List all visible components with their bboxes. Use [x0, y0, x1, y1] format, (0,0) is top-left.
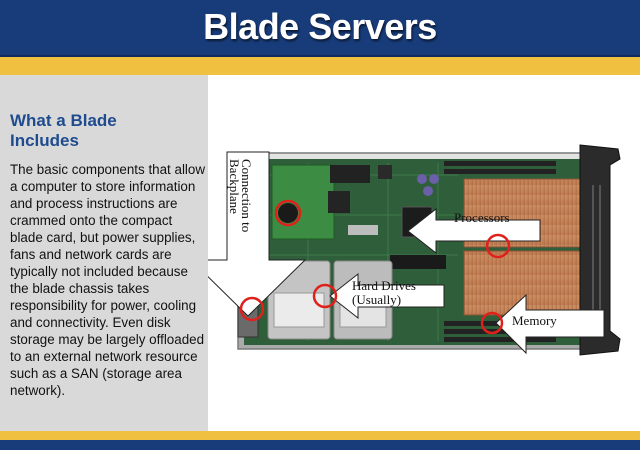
sidebar-body-text: The basic components that allow a comput… — [10, 162, 206, 398]
label-backplane-line2: Backplane — [227, 159, 242, 214]
blade-server-photo: Connection to Backplane Processors Hard … — [208, 144, 621, 356]
capacitors — [417, 174, 439, 196]
accent-strip — [0, 57, 640, 75]
chip — [330, 165, 370, 183]
marker-memory — [480, 311, 504, 335]
sidebar-heading-line1: What a Blade — [10, 111, 117, 130]
label-memory: Memory — [512, 313, 557, 328]
marker-hard-drive — [312, 283, 338, 309]
marker-backplane-connector — [274, 199, 302, 227]
page-title: Blade Servers — [203, 6, 437, 47]
marker-processor — [485, 233, 511, 259]
label-backplane-line1: Connection to — [239, 159, 254, 232]
header-bar: Blade Servers — [0, 0, 640, 57]
footer-accent-strip — [0, 431, 640, 440]
arrow-memory — [495, 293, 605, 355]
chip — [378, 165, 392, 179]
arrow-hard-drives — [329, 272, 445, 320]
drive-label — [273, 292, 325, 328]
sidebar-panel: What a Blade Includes The basic componen… — [0, 75, 208, 431]
marker-edge-connector — [239, 296, 265, 322]
label-processors: Processors — [454, 210, 510, 225]
footer-bar — [0, 440, 640, 450]
label-hard-drives-line1: Hard Drives — [352, 278, 416, 293]
arrow-connection-to-backplane — [208, 151, 307, 317]
label-hard-drives-line2: (Usually) — [352, 292, 401, 307]
handle-vents — [592, 185, 601, 315]
sidebar-heading-line2: Includes — [10, 131, 79, 150]
arrow-processors — [407, 207, 541, 255]
highlight-markers — [239, 199, 511, 335]
sidebar-heading: What a Blade Includes — [10, 111, 190, 151]
connector — [390, 255, 446, 269]
card-chip — [278, 203, 298, 223]
connector — [348, 225, 378, 235]
chip — [328, 191, 350, 213]
